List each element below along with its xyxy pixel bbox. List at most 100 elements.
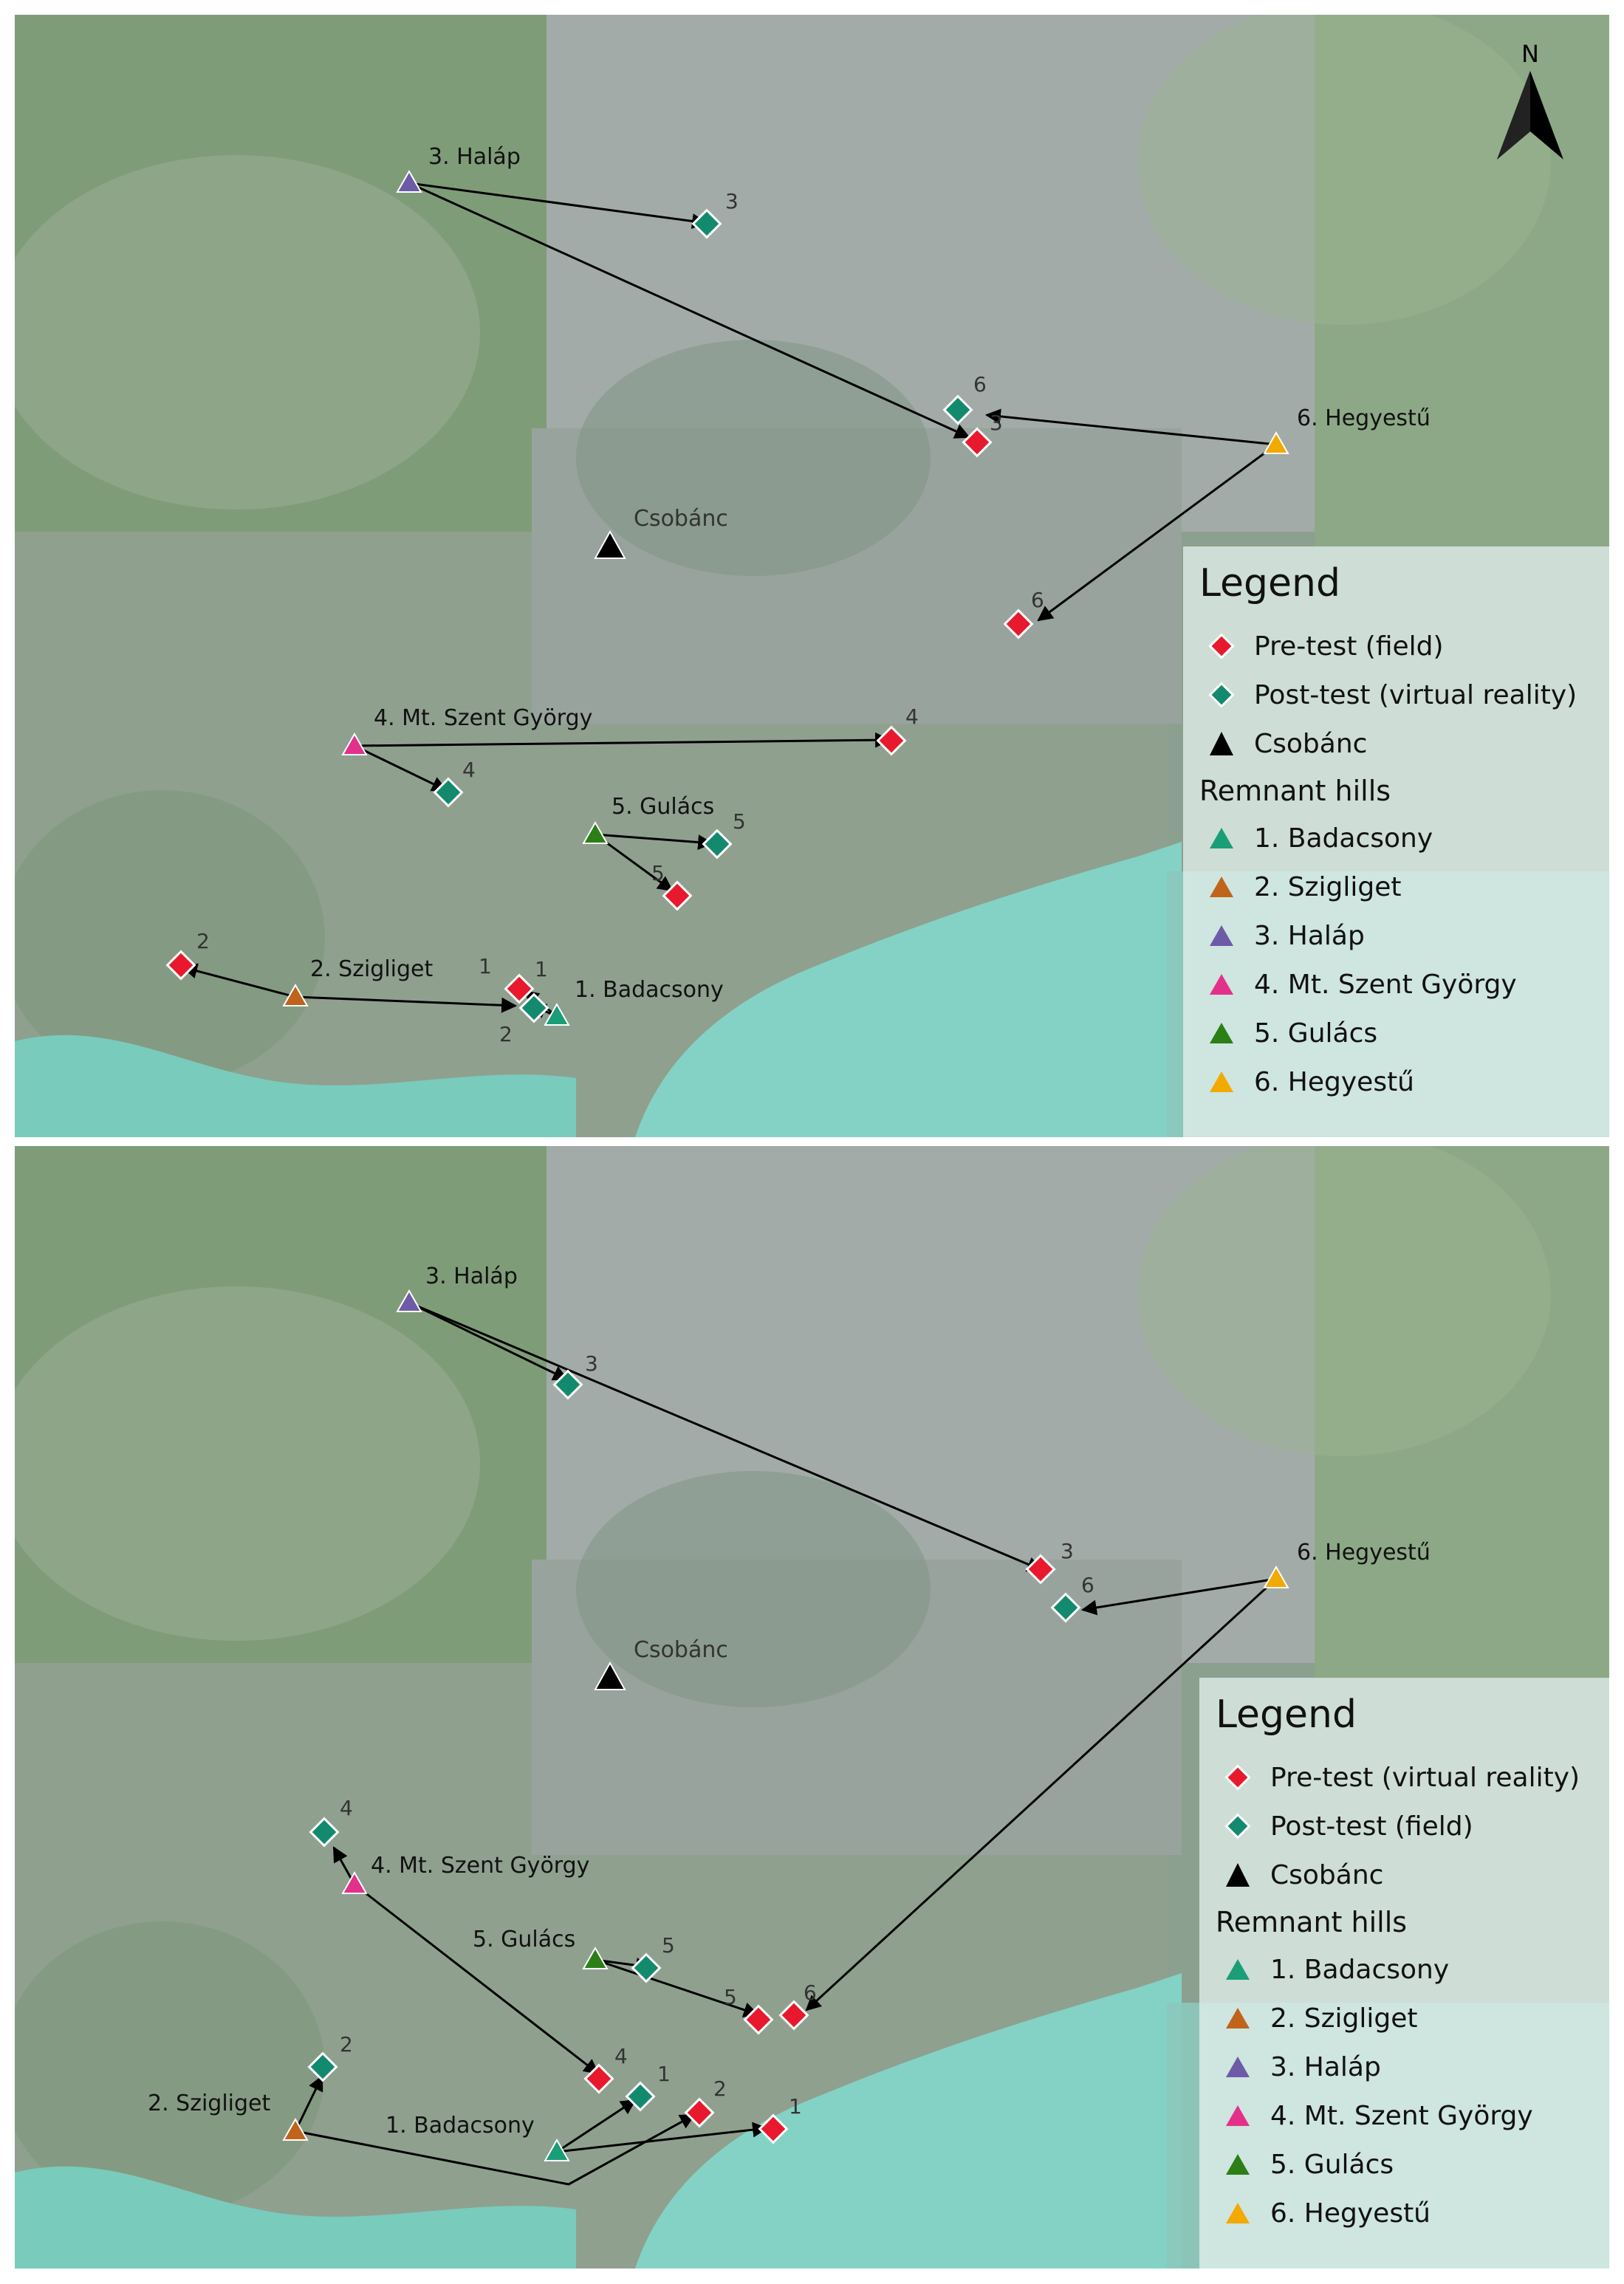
- post-marker-5: [702, 829, 733, 860]
- map-panel-bottom: 3. Haláp 6. Hegyestű 4. Mt. Szent György…: [15, 1146, 1609, 2268]
- legend-hill-label: 2. Szigliget: [1254, 871, 1402, 902]
- pre-marker-6: [1003, 608, 1034, 639]
- legend-hill-hegyestu: 6. Hegyestű: [1199, 1057, 1609, 1106]
- yellow-triangle-icon: [1199, 1066, 1244, 1098]
- red-diamond-icon: [1216, 1761, 1260, 1794]
- black-triangle-icon: [1199, 727, 1244, 760]
- legend-hill-label: 4. Mt. Szent György: [1270, 2100, 1533, 2131]
- legend-hill-label: 3. Haláp: [1270, 2051, 1381, 2082]
- legend-hill-label: 2. Szigliget: [1270, 2003, 1418, 2034]
- pre-marker-1: [504, 973, 535, 1004]
- legend-hill-label: 4. Mt. Szent György: [1254, 969, 1517, 1000]
- arrow-szentgyorgy-post: [354, 744, 448, 792]
- hill-marker-hegyestu: [1263, 1565, 1289, 1588]
- post-label-2: 2: [340, 2032, 353, 2057]
- red-diamond-icon: [1199, 630, 1244, 662]
- legend-section-title: Remnant hills: [1199, 775, 1391, 807]
- post-label-6: 6: [973, 372, 987, 397]
- legend-hill-szentgyorgy: 4. Mt. Szent György: [1216, 2091, 1609, 2140]
- post-label-4: 4: [462, 758, 476, 782]
- hill-marker-halap: [396, 169, 422, 193]
- hill-marker-szentgyorgy: [341, 1870, 368, 1894]
- svg-text:N: N: [1521, 40, 1539, 68]
- hill-label-badacsony: 1. Badacsony: [386, 2113, 535, 2139]
- hill-marker-szigliget: [282, 2117, 309, 2141]
- black-triangle-icon: [1216, 1859, 1260, 1891]
- hill-label-hegyestu: 6. Hegyestű: [1297, 1540, 1431, 1565]
- post-marker-1: [625, 2081, 656, 2112]
- pre-marker-4: [583, 2063, 614, 2094]
- legend-top: Legend Pre-test (field) Post-test (virtu…: [1183, 546, 1609, 1137]
- legend-item-label: Post-test (field): [1270, 1811, 1473, 1842]
- legend-item-pre: Pre-test (virtual reality): [1216, 1753, 1609, 1802]
- hill-marker-hegyestu: [1263, 431, 1289, 454]
- legend-item-pre: Pre-test (field): [1199, 622, 1609, 671]
- hill-marker-halap: [396, 1289, 422, 1312]
- lake-west: [15, 2166, 576, 2268]
- pre-label-1: 1: [479, 954, 492, 978]
- north-arrow-icon: N: [1497, 40, 1563, 160]
- legend-hill-gulacs: 5. Gulács: [1216, 2140, 1609, 2189]
- arrow-hegyestu-post: [984, 408, 1277, 446]
- arrow-badacsony-post: [556, 2099, 637, 2153]
- hill-label-halap: 3. Haláp: [428, 144, 521, 170]
- post-marker-3: [552, 1369, 583, 1400]
- post-marker-4: [309, 1817, 340, 1848]
- legend-hill-label: 6. Hegyestű: [1270, 2198, 1431, 2229]
- pre-label-2: 2: [713, 2076, 727, 2101]
- map-canvas-top: 3. Haláp 6. Hegyestű 4. Mt. Szent György…: [15, 15, 1609, 1137]
- arrow-hegyestu-pre: [1037, 443, 1277, 622]
- pre-label-5: 5: [651, 861, 665, 885]
- hill-marker-gulacs: [582, 820, 609, 844]
- pre-marker-3: [962, 427, 993, 458]
- hill-label-gulacs: 5. Gulács: [611, 794, 714, 820]
- pre-marker-1: [758, 2113, 789, 2144]
- pre-markers: [165, 427, 1034, 1004]
- hill-label-szigliget: 2. Szigliget: [148, 2091, 270, 2116]
- hill-marker-szigliget: [282, 983, 309, 1006]
- lake-west: [15, 1035, 576, 1137]
- arrow-halap-post: [408, 1301, 569, 1381]
- hill-markers: [282, 169, 1289, 1026]
- legend-hill-label: 3. Haláp: [1254, 920, 1365, 951]
- purple-triangle-icon: [1199, 919, 1244, 952]
- post-label-6: 6: [1081, 1573, 1094, 1597]
- arrow-hegyestu-pre: [805, 1577, 1278, 2012]
- pre-label-4: 4: [614, 2044, 628, 2068]
- hill-label-szentgyorgy: 4. Mt. Szent György: [374, 705, 592, 731]
- reference-marker-csobanc: [594, 529, 626, 559]
- hill-marker-gulacs: [582, 1946, 609, 1969]
- pre-label-5: 5: [724, 1985, 737, 2009]
- hill-label-badacsony: 1. Badacsony: [575, 977, 724, 1003]
- yellow-triangle-icon: [1216, 2197, 1260, 2229]
- post-label-5: 5: [733, 809, 746, 834]
- green-triangle-icon: [1199, 1017, 1244, 1049]
- reference-marker-csobanc: [594, 1661, 626, 1690]
- legend-hill-badacsony: 1. Badacsony: [1216, 1945, 1609, 1994]
- legend-hill-hegyestu: 6. Hegyestű: [1216, 2189, 1609, 2237]
- arrow-szentgyorgy-pre: [354, 1883, 600, 2075]
- arrows: [294, 1301, 1278, 2186]
- post-label-1: 1: [657, 2062, 671, 2086]
- hill-label-halap: 3. Haláp: [425, 1263, 518, 1289]
- post-marker-1: [518, 992, 549, 1023]
- pre-marker-5: [662, 880, 693, 911]
- post-markers: [433, 208, 973, 1023]
- post-label-1: 1: [535, 957, 548, 981]
- purple-triangle-icon: [1216, 2051, 1260, 2083]
- pre-label-4: 4: [905, 704, 919, 729]
- post-label-3: 3: [725, 189, 739, 213]
- post-marker-6: [1050, 1592, 1081, 1623]
- post-marker-4: [433, 777, 464, 808]
- orange-triangle-icon: [1199, 871, 1244, 903]
- post-marker-2: [307, 2051, 338, 2082]
- pre-label-3: 3: [1061, 1539, 1074, 1563]
- legend-hill-label: 5. Gulács: [1270, 2149, 1394, 2180]
- pre-marker-6: [778, 2000, 809, 2031]
- arrow-hegyestu-post: [1080, 1577, 1277, 1616]
- legend-item-label: Csobánc: [1254, 728, 1368, 759]
- reference-label-csobanc: Csobánc: [634, 506, 728, 532]
- teal-triangle-icon: [1199, 822, 1244, 854]
- arrow-szigliget-post: [294, 2075, 323, 2132]
- legend-hill-halap: 3. Haláp: [1199, 911, 1609, 960]
